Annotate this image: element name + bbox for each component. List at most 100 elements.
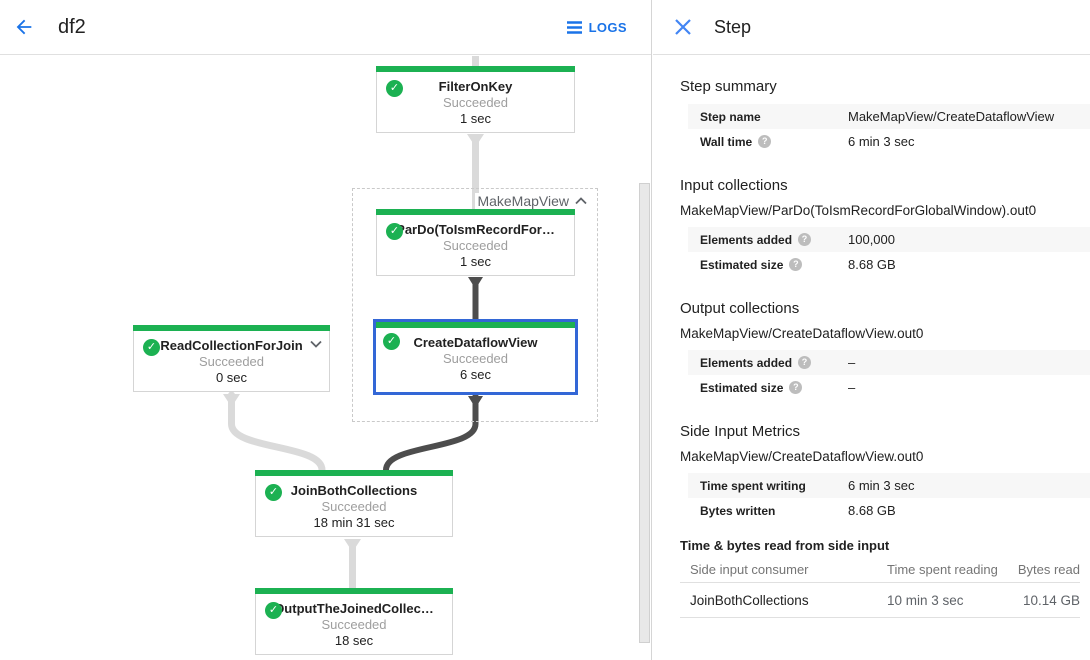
node-status-bar xyxy=(376,66,575,72)
node-status: Succeeded xyxy=(442,351,509,366)
step-summary-heading: Step summary xyxy=(680,78,777,95)
side-input-metrics-rows: Time spent writing 6 min 3 sec Bytes wri… xyxy=(688,473,1090,523)
node-time: 0 sec xyxy=(215,370,248,385)
node-status-bar xyxy=(376,322,575,328)
node-time: 1 sec xyxy=(459,111,492,126)
step-panel-content: Step summary Step name MakeMapView/Creat… xyxy=(653,78,1090,618)
node-pardo-toismrecord[interactable]: ✓ ParDo(ToIsmRecordFor… Succeeded 1 sec xyxy=(376,209,575,276)
chevron-up-icon xyxy=(575,197,587,205)
node-time: 1 sec xyxy=(459,254,492,269)
side-input-metrics-heading: Side Input Metrics xyxy=(680,423,801,440)
close-icon[interactable] xyxy=(673,17,693,37)
metric-value: 8.68 GB xyxy=(848,257,896,272)
metric-value: 6 min 3 sec xyxy=(848,478,915,493)
back-arrow-icon xyxy=(16,19,32,35)
metric-value: – xyxy=(848,380,856,395)
logs-label: LOGS xyxy=(588,19,627,35)
metric-value: – xyxy=(848,355,856,370)
node-time: 18 min 31 sec xyxy=(313,515,395,530)
step-details-panel: Step Step summary Step name MakeMapView/… xyxy=(653,0,1090,660)
node-filteronkey[interactable]: ✓ FilterOnKey Succeeded 1 sec xyxy=(376,66,575,133)
node-title: FilterOnKey xyxy=(438,79,513,94)
metric-label: Time spent writing xyxy=(700,478,806,493)
metric-row: Time spent writing 6 min 3 sec xyxy=(688,473,1090,498)
node-status-bar xyxy=(255,470,453,476)
metric-label: Bytes written xyxy=(700,503,776,518)
help-icon[interactable]: ? xyxy=(789,258,803,271)
node-status: Succeeded xyxy=(442,95,509,110)
node-title: ParDo(ToIsmRecordFor… xyxy=(396,222,555,237)
help-icon[interactable]: ? xyxy=(798,233,812,246)
node-title: JoinBothCollections xyxy=(290,483,418,498)
metric-value: 100,000 xyxy=(848,232,895,247)
output-collections-rows: Elements added? – Estimated size? – xyxy=(688,350,1090,400)
side-input-consumer: JoinBothCollections xyxy=(690,592,809,608)
metric-row: Estimated size? 8.68 GB xyxy=(688,252,1090,277)
node-status: Succeeded xyxy=(321,499,387,514)
group-makemapview-toggle[interactable]: MakeMapView xyxy=(475,193,589,209)
node-title: CreateDataflowView xyxy=(413,335,538,350)
chevron-down-icon[interactable] xyxy=(310,340,322,348)
metric-label: Elements added? xyxy=(700,233,848,247)
node-time: 18 sec xyxy=(334,633,374,648)
node-outputthejoinedcollection[interactable]: ✓ OutputTheJoinedCollec… Succeeded 18 se… xyxy=(255,588,453,655)
input-collection-name: MakeMapView/ParDo(ToIsmRecordForGlobalWi… xyxy=(680,203,1037,218)
back-button[interactable] xyxy=(12,15,36,39)
pipeline-graph: MakeMapView ✓ FilterOnKey Succeeded 1 se… xyxy=(133,56,598,655)
node-status-bar xyxy=(376,209,575,215)
logs-button[interactable]: LOGS xyxy=(566,19,627,35)
success-check-icon: ✓ xyxy=(143,339,160,356)
graph-edges xyxy=(223,56,484,588)
panel-title: Step xyxy=(714,16,752,37)
metric-row: Estimated size? – xyxy=(688,375,1090,400)
step-panel-header: Step xyxy=(653,0,1090,55)
column-header: Side input consumer xyxy=(690,562,809,577)
group-label: MakeMapView xyxy=(477,193,569,209)
table-header-row: Side input consumer Time spent reading B… xyxy=(680,557,1080,583)
node-status-bar xyxy=(133,325,330,331)
output-collection-name: MakeMapView/CreateDataflowView.out0 xyxy=(680,326,924,341)
success-check-icon: ✓ xyxy=(386,80,403,97)
table-row: JoinBothCollections 10 min 3 sec 10.14 G… xyxy=(680,583,1080,618)
metric-row: Step name MakeMapView/CreateDataflowView xyxy=(688,104,1090,129)
node-joinbothcollections[interactable]: ✓ JoinBothCollections Succeeded 18 min 3… xyxy=(255,470,453,537)
node-status: Succeeded xyxy=(198,354,265,369)
column-header: Time spent reading xyxy=(887,562,998,577)
job-header: df2 LOGS xyxy=(0,0,651,55)
node-status-bar xyxy=(255,588,453,594)
side-input-collection-name: MakeMapView/CreateDataflowView.out0 xyxy=(680,449,924,464)
side-input-table: Side input consumer Time spent reading B… xyxy=(680,557,1080,618)
metric-row: Elements added? – xyxy=(688,350,1090,375)
help-icon[interactable]: ? xyxy=(798,356,812,369)
node-readcollectionforjoin[interactable]: ✓ ReadCollectionForJoin Succeeded 0 sec xyxy=(133,325,330,392)
success-check-icon: ✓ xyxy=(386,223,403,240)
input-collections-rows: Elements added? 100,000 Estimated size? … xyxy=(688,227,1090,277)
metric-value: 8.68 GB xyxy=(848,503,896,518)
job-graph-panel: MakeMapView ✓ FilterOnKey Succeeded 1 se… xyxy=(0,0,652,660)
metric-value: MakeMapView/CreateDataflowView xyxy=(848,109,1055,124)
node-createdataflowview[interactable]: ✓ CreateDataflowView Succeeded 6 sec xyxy=(373,319,578,395)
metric-row: Wall time? 6 min 3 sec xyxy=(688,129,1090,154)
help-icon[interactable]: ? xyxy=(758,135,772,148)
side-input-table-heading: Time & bytes read from side input xyxy=(680,538,890,553)
node-title: OutputTheJoinedCollec… xyxy=(274,601,434,616)
job-title: df2 xyxy=(58,15,86,38)
success-check-icon: ✓ xyxy=(383,333,400,350)
input-collections-heading: Input collections xyxy=(680,177,788,194)
metric-label: Estimated size? xyxy=(700,258,848,272)
metric-label: Wall time? xyxy=(700,135,848,149)
metric-row: Bytes written 8.68 GB xyxy=(688,498,1090,523)
graph-scrollbar-thumb[interactable] xyxy=(639,183,650,643)
node-title: ReadCollectionForJoin xyxy=(160,338,303,353)
group-makemapview: MakeMapView xyxy=(352,188,598,422)
metric-row: Elements added? 100,000 xyxy=(688,227,1090,252)
column-header: Bytes read xyxy=(1017,562,1080,577)
metric-label: Estimated size? xyxy=(700,381,848,395)
metric-label: Elements added? xyxy=(700,356,848,370)
metric-value: 6 min 3 sec xyxy=(848,134,915,149)
node-time: 6 sec xyxy=(459,367,492,382)
help-icon[interactable]: ? xyxy=(789,381,803,394)
node-status: Succeeded xyxy=(321,617,387,632)
step-summary-rows: Step name MakeMapView/CreateDataflowView… xyxy=(688,104,1090,154)
